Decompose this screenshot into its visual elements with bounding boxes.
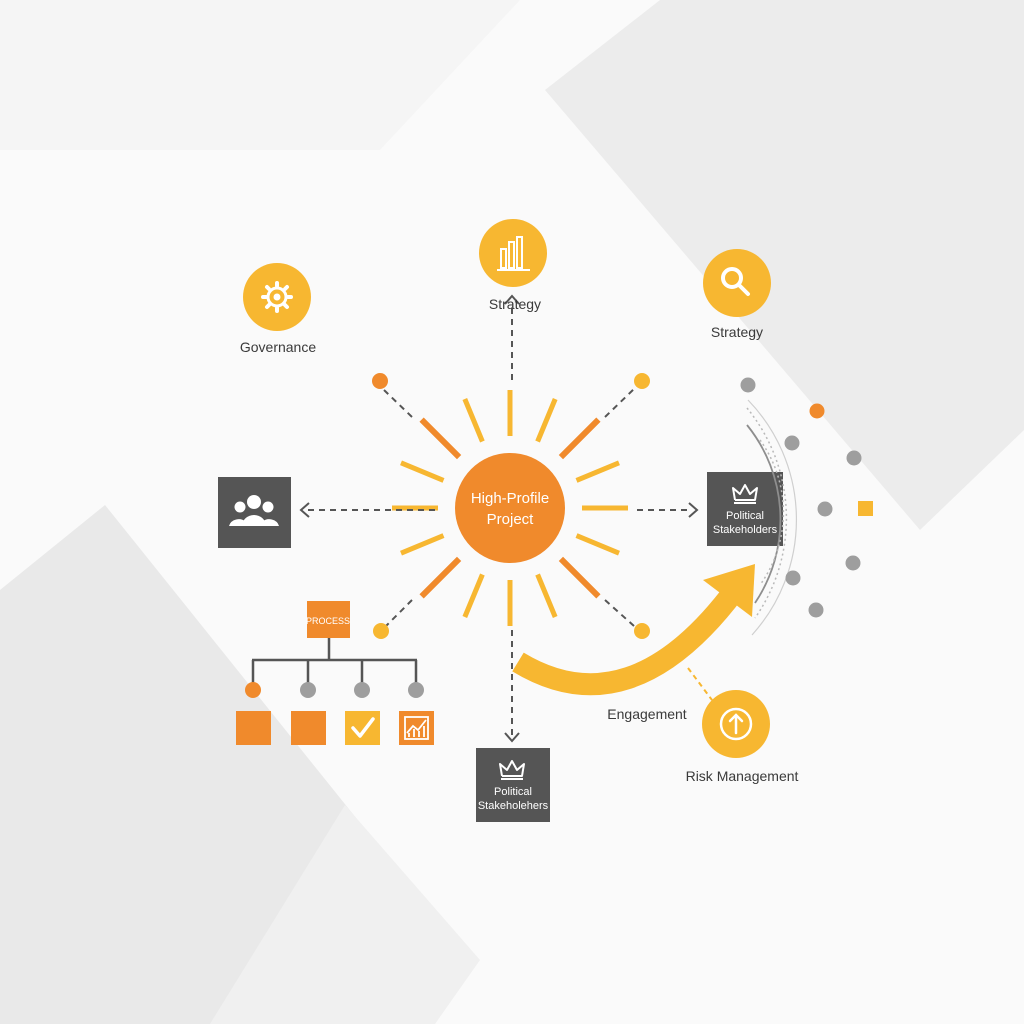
- sun-ray: [400, 533, 445, 556]
- stakeholders-bottom-line1: Political: [494, 786, 532, 798]
- strategy-top-label: Strategy: [489, 296, 541, 312]
- stakeholders-right-node[interactable]: Political Stakeholders: [707, 472, 783, 546]
- connector-diag-bl: [385, 599, 413, 627]
- ray-dot-tr: [634, 373, 650, 389]
- process-leaf-3[interactable]: [345, 711, 380, 745]
- center-label-line2: Project: [487, 511, 535, 528]
- tree-dot-3: [354, 682, 370, 698]
- engagement-arrow: [512, 564, 755, 696]
- tree-dot-2: [300, 682, 316, 698]
- sun-ray: [462, 573, 485, 618]
- stakeholders-right-line1: Political: [726, 510, 764, 522]
- magnifier-icon: [721, 267, 750, 296]
- arrowhead-right: [688, 502, 699, 518]
- gear-icon: [261, 281, 293, 313]
- stakeholder-orbit: [746, 399, 797, 636]
- stakeholders-right-line2: Stakeholders: [713, 524, 778, 536]
- governance-node[interactable]: Governance: [240, 263, 316, 355]
- people-group-icon: [229, 495, 279, 526]
- sun-ray: [575, 533, 620, 556]
- process-leaf-4[interactable]: [399, 711, 434, 745]
- strategy-top-node[interactable]: Strategy: [479, 219, 547, 312]
- engagement-label: Engagement: [607, 706, 687, 722]
- up-arrow-circle-icon: [719, 707, 753, 741]
- ray-dot-br: [634, 623, 650, 639]
- risk-label: Risk Management: [686, 768, 799, 784]
- process-leaf-1[interactable]: [236, 711, 271, 745]
- risk-connector: [687, 667, 713, 701]
- sun-ray: [558, 556, 601, 599]
- stakeholders-bottom-node[interactable]: Political Stakeholehers: [476, 748, 550, 822]
- bar-chart-icon: [497, 236, 530, 271]
- arrowheads: [299, 294, 699, 743]
- sun-ray: [419, 417, 462, 460]
- center-node[interactable]: High-Profile Project: [455, 453, 565, 563]
- sunburst-rays: [392, 390, 628, 626]
- checkmark-icon: [351, 717, 375, 738]
- strategy-right-node[interactable]: Strategy: [703, 249, 771, 340]
- tree-dot-1: [245, 682, 261, 698]
- strategy-right-label: Strategy: [711, 324, 763, 340]
- process-leaf-2[interactable]: [291, 711, 326, 745]
- center-circle: [455, 453, 565, 563]
- team-box: [218, 477, 291, 548]
- stakeholders-bottom-box: [476, 748, 550, 822]
- tree-dot-4: [408, 682, 424, 698]
- sun-ray: [535, 573, 558, 618]
- orbit-square: [858, 501, 873, 516]
- stakeholders-bottom-line2: Stakeholehers: [478, 800, 549, 812]
- team-node[interactable]: [218, 477, 291, 548]
- line-chart-icon: [404, 716, 429, 740]
- dashed-connectors: [306, 304, 692, 738]
- sun-ray: [400, 460, 445, 483]
- risk-node[interactable]: Risk Management: [686, 690, 799, 784]
- connector-diag-tr: [604, 387, 636, 418]
- process-tree: PROCESS: [236, 601, 434, 745]
- ray-dot-bl: [373, 623, 389, 639]
- crown-icon: [732, 484, 758, 504]
- sun-ray: [535, 398, 558, 443]
- arrowhead-down: [504, 732, 520, 743]
- sun-ray: [575, 460, 620, 483]
- arrowhead-up: [504, 294, 520, 305]
- connector-diag-br: [604, 599, 635, 627]
- orbit-dots: [740, 377, 873, 618]
- ray-dot-tl: [372, 373, 388, 389]
- center-label-line1: High-Profile: [471, 490, 549, 507]
- governance-label: Governance: [240, 339, 316, 355]
- process-label: PROCESS: [306, 616, 350, 626]
- sun-ray: [419, 556, 462, 599]
- connector-diag-tl: [383, 389, 413, 418]
- sun-ray: [558, 417, 601, 460]
- crown-icon: [499, 760, 525, 780]
- arrowhead-left: [299, 502, 310, 518]
- process-box[interactable]: [307, 601, 350, 638]
- sun-ray: [462, 398, 485, 443]
